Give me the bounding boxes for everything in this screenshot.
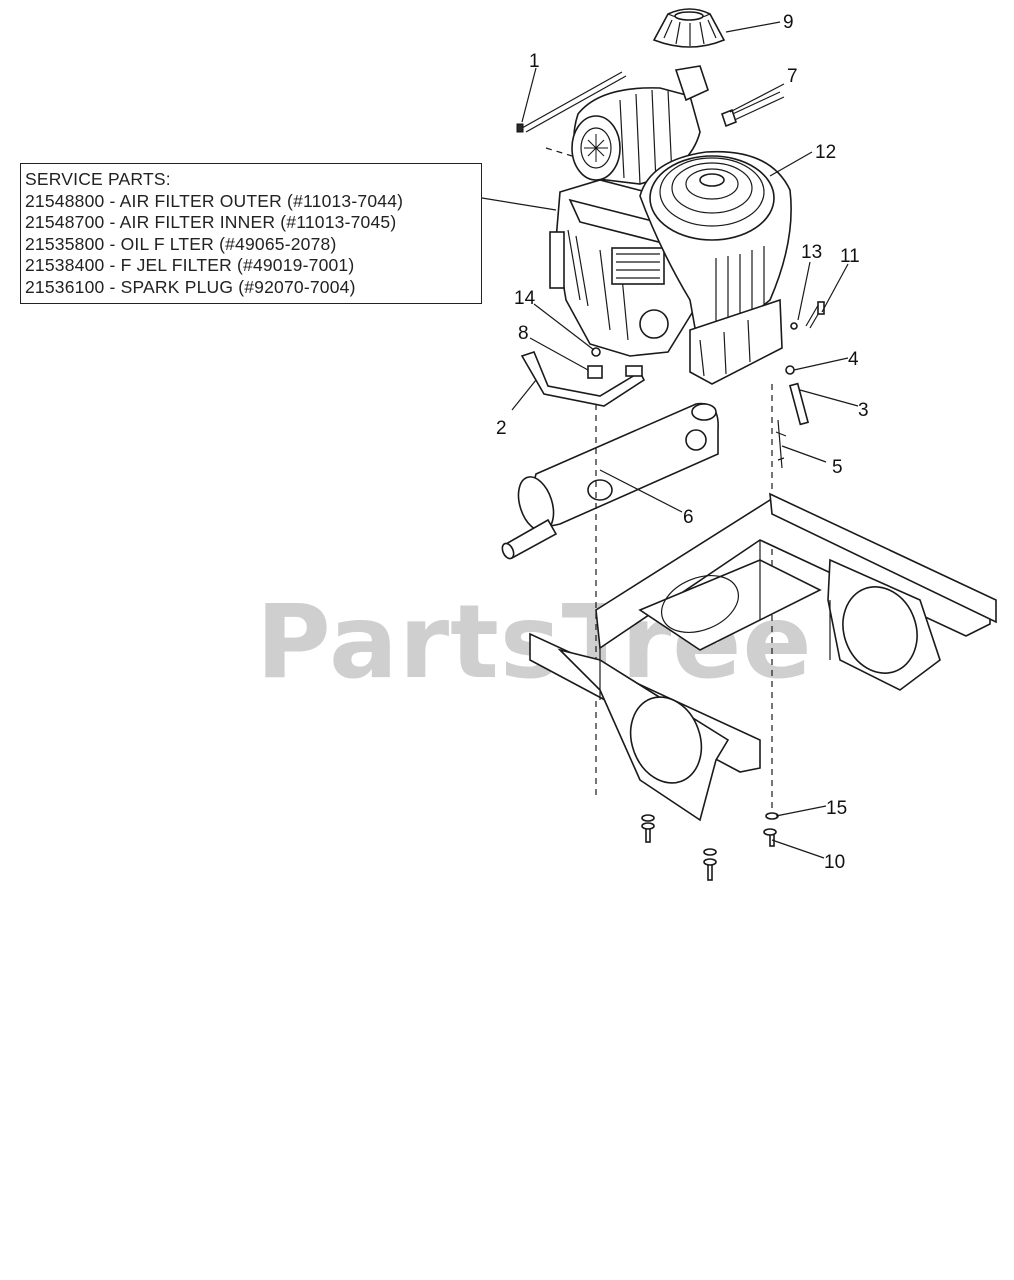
service-part-oil-filter: 21535800 - OIL F LTER (#49065-2078): [25, 233, 337, 254]
part-bolt-7: [721, 91, 785, 128]
callout-9: 9: [783, 12, 794, 33]
part-muffler: [501, 402, 719, 560]
callout-12: 12: [815, 142, 836, 163]
callout-14: 14: [514, 288, 536, 309]
callout-15: 15: [826, 798, 847, 819]
callout-3: 3: [858, 400, 869, 421]
callout-11: 11: [840, 246, 860, 267]
callout-2: 2: [496, 418, 507, 439]
part-rod-1: [516, 71, 627, 133]
service-part-fuel-filter: 21538400 - F JEL FILTER (#49019-7001): [25, 255, 355, 275]
service-parts-heading: SERVICE PARTS:: [25, 169, 171, 189]
part-air-cleaner-cover: [652, 8, 726, 48]
callout-10: 10: [824, 852, 845, 873]
callout-1: 1: [529, 51, 540, 72]
callout-5: 5: [832, 457, 843, 478]
service-part-air-filter-outer: 21548800 - AIR FILTER OUTER (#11013-7044…: [25, 190, 404, 211]
callout-6: 6: [683, 507, 694, 528]
assembly-line-top: [545, 147, 573, 157]
part-frame: [529, 492, 997, 822]
service-part-spark-plug: 21536100 - SPARK PLUG (#92070-7004): [25, 276, 356, 297]
part-fittings: [520, 347, 646, 407]
part-bracket-5: [775, 419, 787, 469]
part-washer-4: [785, 365, 795, 375]
callout-8: 8: [518, 323, 529, 344]
service-part-air-filter-inner: 21548700 - AIR FILTER INNER (#11013-7045…: [25, 212, 397, 232]
leader-12: [769, 151, 813, 177]
callout-13: 13: [801, 242, 822, 263]
leaders: [481, 21, 859, 859]
service-parts-box: SERVICE PARTS: 21548800 - AIR FILTER OUT…: [20, 163, 482, 304]
callout-7: 7: [787, 66, 798, 87]
callout-4: 4: [848, 349, 859, 370]
part-hardware-bottom: [641, 812, 779, 881]
part-small-13: [790, 301, 825, 330]
part-sleeve-3: [788, 382, 810, 426]
part-engine: [549, 65, 792, 385]
callouts: 1 2 3 4 5 6 7 8 9 10 11 12 13 14 15: [496, 12, 869, 873]
